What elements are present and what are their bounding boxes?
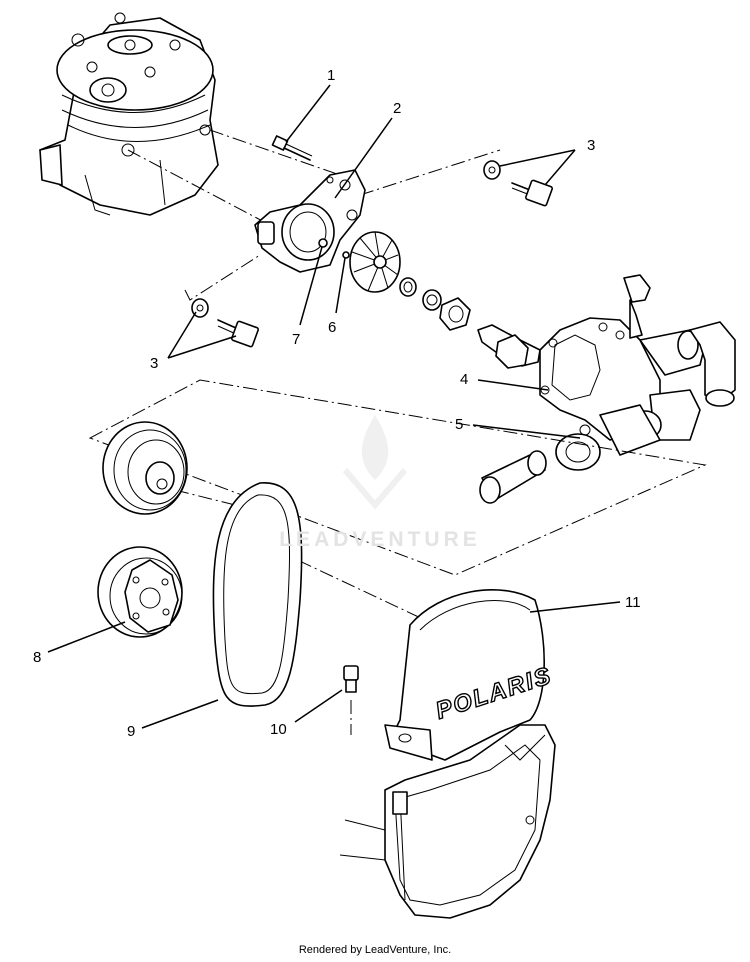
pulley-upper — [102, 421, 188, 515]
bolt-washer-part-3-upper — [483, 160, 553, 207]
leader-2 — [334, 117, 393, 199]
watermark-text: LEADVENTURE — [279, 528, 481, 551]
hose-elbow — [689, 321, 736, 407]
callout-2: 2 — [393, 100, 401, 117]
leader-3b-1 — [167, 311, 197, 359]
bolt-part-1 — [271, 135, 313, 161]
callout-1: 1 — [327, 67, 335, 84]
leader-3a-1 — [499, 149, 576, 167]
fitting-part-10 — [343, 665, 359, 735]
callout-11: 11 — [625, 594, 641, 611]
footer-credit: Rendered by LeadVenture, Inc. — [298, 944, 452, 956]
crankcase — [339, 724, 556, 919]
callout-3-upper: 3 — [587, 137, 595, 154]
leader-9 — [141, 699, 219, 729]
leader-11 — [529, 601, 621, 613]
leader-6 — [335, 257, 346, 314]
callout-8: 8 — [33, 649, 41, 666]
callout-5: 5 — [455, 416, 463, 433]
seal-part-7 — [318, 238, 328, 248]
callout-6: 6 — [328, 319, 336, 336]
leader-10 — [294, 689, 343, 723]
leader-8 — [47, 621, 126, 653]
pulley-part-8 — [97, 546, 183, 638]
leader-3a-2 — [544, 149, 576, 186]
leader-5 — [472, 424, 581, 439]
shaft-seals — [399, 277, 541, 369]
leader-3b-2 — [167, 335, 237, 359]
callout-4: 4 — [460, 371, 468, 388]
outlet-elbow — [555, 274, 706, 471]
leader-7 — [299, 246, 323, 326]
leadventure-watermark-logo — [342, 415, 408, 510]
callout-3-lower: 3 — [150, 355, 158, 372]
callout-7: 7 — [292, 331, 300, 348]
callout-9: 9 — [127, 723, 135, 740]
impeller-part-6 — [342, 231, 401, 293]
leader-4 — [477, 379, 549, 391]
bolt-washer-part-3-lower — [191, 298, 259, 348]
leader-1 — [285, 84, 331, 143]
engine-cylinder — [39, 12, 219, 216]
drive-belt-part-9 — [212, 482, 303, 707]
callout-10: 10 — [270, 721, 287, 738]
pipe-sleeve — [479, 450, 547, 504]
